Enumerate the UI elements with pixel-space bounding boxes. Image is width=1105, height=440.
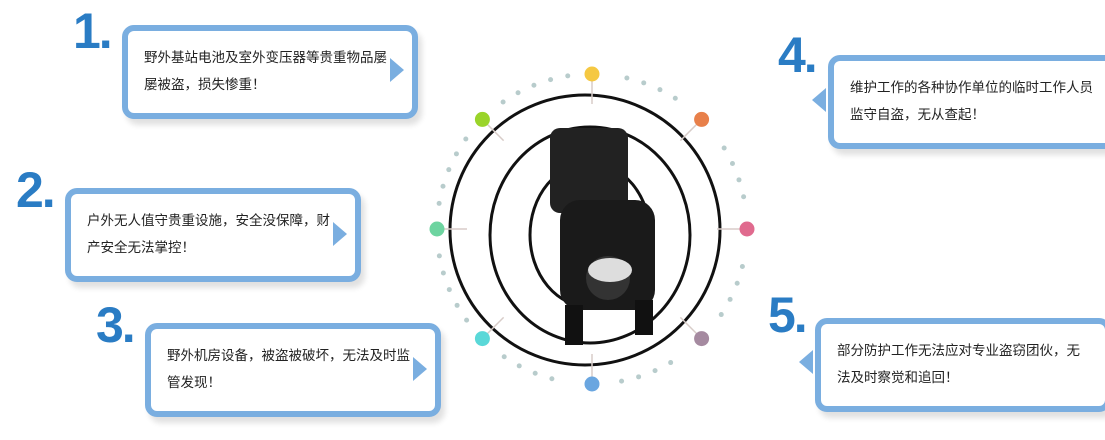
ring-node [474,111,490,127]
ring-dot [549,376,555,382]
callout-text: 野外基站电池及室外变压器等贵重物品屡屡被盗，损失惨重！ [144,50,387,93]
ring-dot [440,183,446,189]
ring-dot [741,194,747,200]
spiral-ring [448,93,722,367]
callout-4: 维护工作的各种协作单位的临时工作人员监守自盗，无从查起！ [828,55,1105,149]
ring-node [584,376,600,392]
center-illustration [429,66,755,392]
number-4: 4. [778,27,818,83]
number-3: 3. [96,297,136,353]
ring-dot [624,75,630,81]
callout-pointer [812,88,826,112]
ring-dot [739,263,745,269]
ring-dot [548,77,554,83]
ring-dot [454,302,460,308]
callout-pointer [390,58,404,82]
ring-dot [736,177,742,183]
callout-text: 维护工作的各种协作单位的临时工作人员监守自盗，无从查起！ [850,80,1093,123]
ring-dot [636,374,642,380]
callout-text: 户外无人值守贵重设施，安全没保障，财产安全无法掌控！ [87,213,330,256]
ring-dot [718,312,724,318]
ring-node [739,221,755,237]
ring-dot [619,378,625,384]
ring-node [429,221,445,237]
ring-dot [565,73,571,79]
number-1: 1. [73,3,113,59]
number-2: 2. [16,162,56,218]
ring-dot [436,200,442,206]
ring-dot [463,136,469,142]
ring-dot [734,280,740,286]
ring-dot [652,368,658,374]
ring-dot [515,90,521,96]
dotted-ring [436,73,747,384]
ring-dot [464,317,470,323]
ring-dot [531,82,537,88]
ring-dot [446,167,452,173]
ring-dot [516,363,522,369]
callout-5: 部分防护工作无法应对专业盗窃团伙，无法及时察觉和追回！ [815,318,1105,412]
ring-dot [532,370,538,376]
ring-dot [672,95,678,101]
ring-dot [641,80,647,86]
ring-dot [446,287,452,293]
callout-text: 部分防护工作无法应对专业盗窃团伙，无法及时察觉和追回！ [837,343,1080,386]
ring-node [694,331,710,347]
ring-node [474,331,490,347]
ring-dot [453,151,459,157]
ring-dot [440,270,446,276]
ring-dot [668,360,674,366]
ring-node [584,66,600,82]
callout-text: 野外机房设备，被盗被破坏，无法及时监管发现！ [167,348,410,391]
ring-dot [721,145,727,151]
ring-node [694,111,710,127]
ring-dot [727,296,733,302]
ring-dot [729,160,735,166]
callout-pointer [333,222,347,246]
callout-pointer [799,350,813,374]
ring-dot [657,87,663,93]
number-5: 5. [768,287,808,343]
person-in-chair-icon [550,128,655,345]
callout-1: 野外基站电池及室外变压器等贵重物品屡屡被盗，损失惨重！ [122,25,418,119]
ring-dot [436,253,442,259]
callout-3: 野外机房设备，被盗被破坏，无法及时监管发现！ [145,323,441,417]
spiral-ring [488,125,692,345]
callout-2: 户外无人值守贵重设施，安全没保障，财产安全无法掌控！ [65,188,361,282]
ring-dot [500,99,506,105]
callout-pointer [413,357,427,381]
ring-dot [501,354,507,360]
